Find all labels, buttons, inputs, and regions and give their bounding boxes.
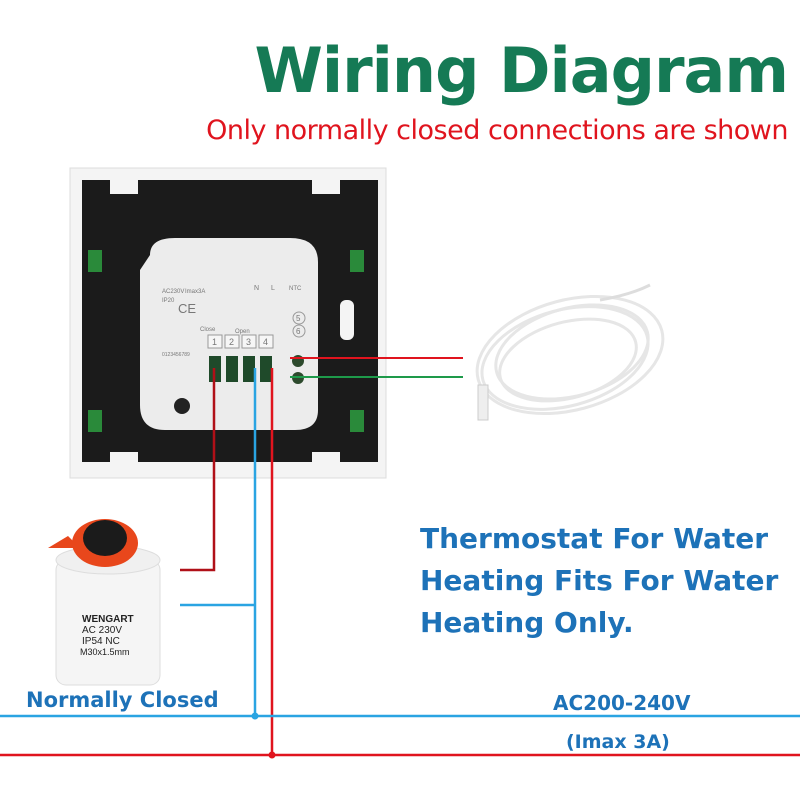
- svg-text:NTC: NTC: [289, 286, 302, 292]
- terminal-screw: [260, 356, 272, 382]
- svg-text:AC 230V: AC 230V: [82, 625, 122, 636]
- description: Thermostat For Water Heating Fits For Wa…: [420, 518, 778, 644]
- terminal-screw: [243, 356, 255, 382]
- svg-text:0123456789: 0123456789: [162, 352, 190, 358]
- thermostat-back: [69, 167, 387, 479]
- ntc-terminal-number: 5: [296, 314, 301, 323]
- description-line: Heating Fits For Water: [420, 564, 779, 597]
- ntc-terminal: [292, 311, 306, 325]
- svg-text:M30x1.5mm: M30x1.5mm: [80, 647, 130, 657]
- screw-icon: [292, 355, 304, 367]
- wiring: [0, 368, 800, 759]
- current-label: (Imax 3A): [566, 731, 670, 753]
- actuator-label: Normally Closed: [26, 688, 219, 712]
- svg-text:CE: CE: [178, 301, 196, 316]
- svg-text:N: N: [254, 285, 259, 292]
- svg-text:IP20: IP20: [162, 298, 175, 304]
- description-line: Heating Only.: [420, 606, 634, 639]
- description-line: Thermostat For Water: [420, 522, 769, 555]
- terminal-box: [224, 334, 240, 349]
- thermostat-labels: AC230V Imax3A IP20 CE Close Open N L NTC…: [162, 285, 306, 384]
- svg-text:Close: Close: [200, 327, 216, 333]
- ntc-sensor-cable: [475, 283, 665, 421]
- svg-text:L: L: [271, 285, 275, 292]
- svg-text:AC230V: AC230V: [162, 289, 184, 295]
- svg-text:WENGART: WENGART: [82, 614, 134, 625]
- terminal-box: [241, 334, 257, 349]
- svg-text:Open: Open: [235, 329, 250, 335]
- terminal-number: 3: [246, 337, 251, 347]
- terminal-screw: [226, 356, 238, 382]
- voltage-label: AC200-240V: [553, 691, 691, 715]
- terminal-number: 1: [212, 337, 217, 347]
- terminal-number: 4: [263, 337, 268, 347]
- wire-terminal-1: [180, 368, 216, 572]
- actuator-image: WENGART AC 230V IP54 NC M30x1.5mm: [48, 519, 161, 686]
- terminal-box: [258, 334, 274, 349]
- ntc-terminal: [292, 324, 306, 338]
- subtitle: Only normally closed connections are sho…: [206, 115, 788, 146]
- terminal-number: 2: [229, 337, 234, 347]
- svg-text:Imax3A: Imax3A: [185, 289, 205, 295]
- terminal-box: [207, 334, 223, 349]
- svg-text:IP54 NC: IP54 NC: [82, 636, 120, 647]
- ntc-terminal-number: 6: [296, 327, 301, 336]
- page-title: Wiring Diagram: [254, 34, 789, 107]
